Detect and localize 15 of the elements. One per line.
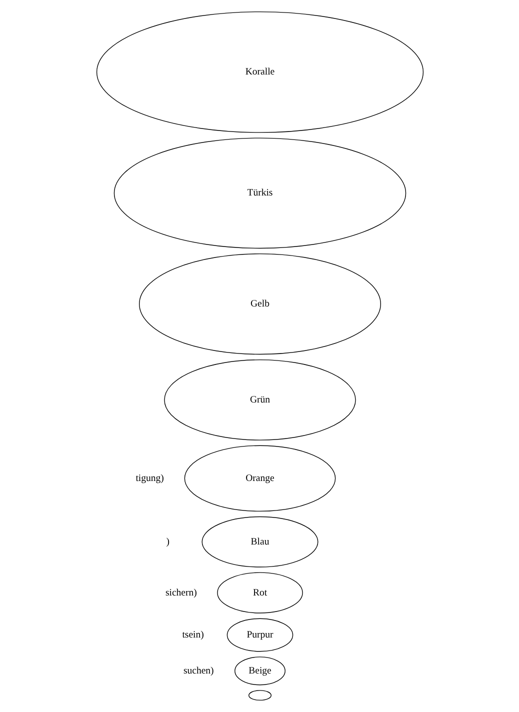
label: suchen) (182, 665, 214, 676)
node-ellipse: Gelb (138, 253, 381, 355)
label: ) (166, 536, 170, 548)
label: sichern) (164, 587, 196, 598)
node-ellipse: Orange (184, 445, 336, 512)
node-ellipse: Rot (216, 572, 302, 614)
node-ellipse: Koralle (96, 11, 424, 133)
node-circle (248, 690, 271, 701)
node-ellipse: Purpur (226, 618, 293, 652)
node-ellipse: Blau (201, 516, 318, 568)
node-ellipse: Türkis (113, 138, 406, 249)
node-ellipse: Grün (164, 359, 356, 440)
label: tigung) (135, 472, 164, 484)
node-ellipse: Beige (234, 656, 285, 686)
label: tsein) (182, 630, 204, 641)
